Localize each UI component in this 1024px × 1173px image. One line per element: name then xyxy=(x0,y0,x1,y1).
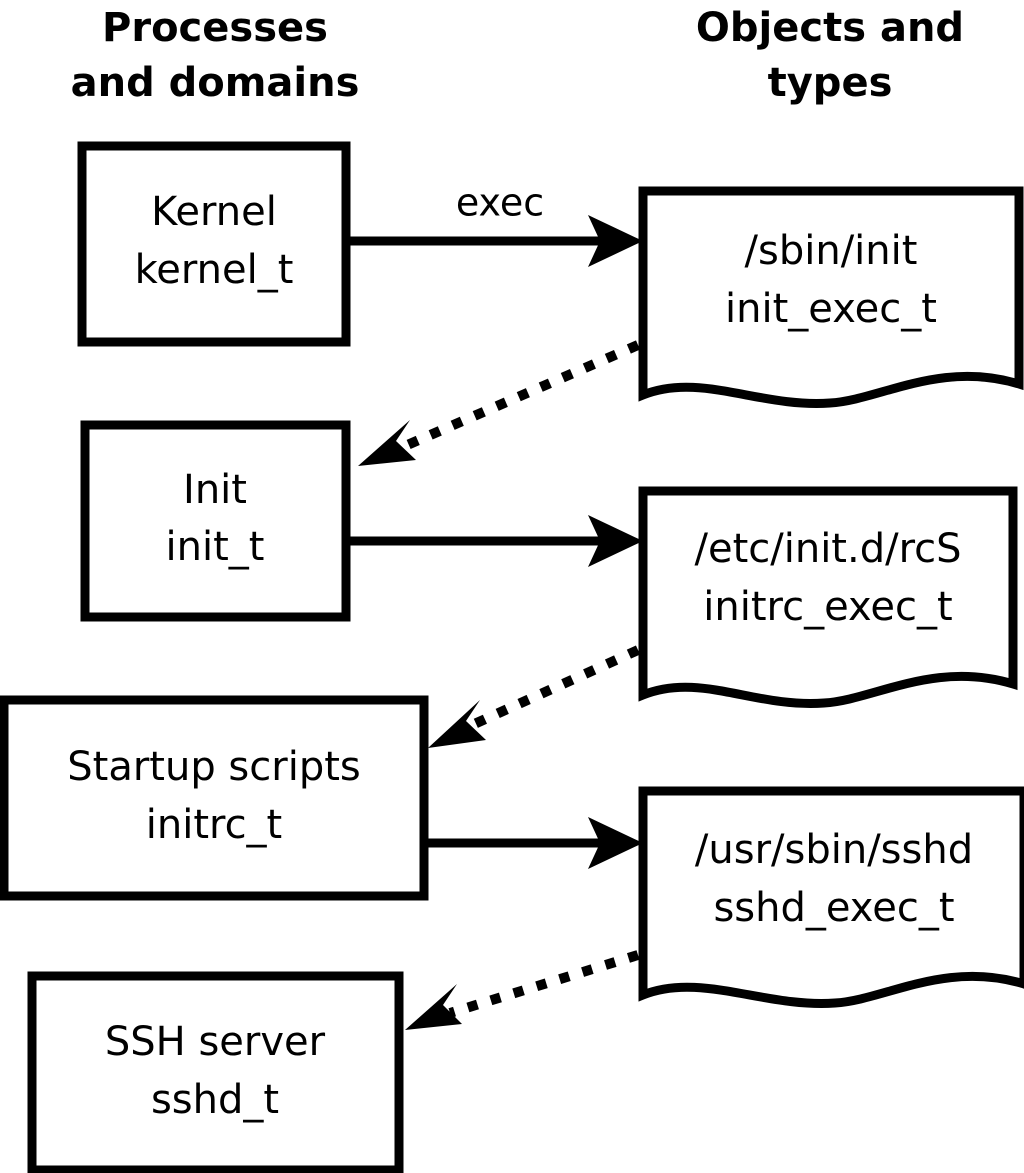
node-ssh-server-name: SSH server xyxy=(105,1019,326,1065)
node-initrc-exec-type: initrc_exec_t xyxy=(703,584,952,630)
edge-init-exec-initrc-exec xyxy=(350,515,643,567)
edge-line-init-transition xyxy=(396,340,640,454)
edge-kernel-exec-init-exec: exec xyxy=(350,181,643,267)
column-header-processes: Processes and domains xyxy=(71,5,360,106)
column-header-objects-line1: Objects and xyxy=(696,5,964,51)
node-initrc-exec-document[interactable] xyxy=(638,486,1018,708)
node-init[interactable]: Init init_t xyxy=(80,420,351,622)
node-startup-scripts-box[interactable] xyxy=(0,695,429,901)
edge-initrc-exec-sshd-exec xyxy=(428,817,643,869)
column-header-objects: Objects and types xyxy=(696,5,964,106)
node-startup-scripts[interactable]: Startup scripts initrc_t xyxy=(0,695,429,901)
arrowhead-initrc-exec xyxy=(588,817,643,869)
node-init-name: Init xyxy=(183,467,247,513)
edge-initrc-exec-transition-initrc xyxy=(428,645,641,748)
edge-sshd-exec-transition-sshd xyxy=(405,950,640,1030)
node-sshd-exec-path: /usr/sbin/sshd xyxy=(695,827,973,873)
node-kernel[interactable]: Kernel kernel_t xyxy=(77,141,351,347)
node-init-exec-document[interactable] xyxy=(638,186,1024,408)
node-init-exec[interactable]: /sbin/init init_exec_t xyxy=(638,186,1024,408)
arrowhead-kernel-exec xyxy=(588,215,643,267)
node-kernel-name: Kernel xyxy=(151,189,277,235)
node-sshd-exec-document[interactable] xyxy=(638,786,1024,1008)
column-header-processes-line2: and domains xyxy=(71,60,360,106)
edge-line-sshd-transition xyxy=(448,950,640,1018)
node-ssh-server[interactable]: SSH server sshd_t xyxy=(27,971,404,1173)
node-kernel-box[interactable] xyxy=(77,141,351,347)
edge-label-exec: exec xyxy=(456,181,544,225)
node-sshd-exec[interactable]: /usr/sbin/sshd sshd_exec_t xyxy=(638,786,1024,1008)
arrowhead-sshd-transition xyxy=(405,984,462,1030)
node-initrc-exec-path: /etc/init.d/rcS xyxy=(694,526,961,572)
node-startup-scripts-name: Startup scripts xyxy=(67,744,360,790)
node-ssh-server-box[interactable] xyxy=(27,971,404,1173)
node-startup-scripts-type: initrc_t xyxy=(146,802,283,848)
arrowhead-initrc-transition xyxy=(428,700,486,748)
column-header-objects-line2: types xyxy=(768,60,893,106)
arrowhead-init-transition xyxy=(358,420,416,466)
node-sshd-exec-type: sshd_exec_t xyxy=(713,885,954,931)
node-init-type: init_t xyxy=(166,524,265,570)
node-initrc-exec[interactable]: /etc/init.d/rcS initrc_exec_t xyxy=(638,486,1018,708)
edge-init-exec-transition-init xyxy=(358,340,640,466)
node-init-box[interactable] xyxy=(80,420,351,622)
arrowhead-init-exec xyxy=(588,515,643,567)
column-header-processes-line1: Processes xyxy=(102,5,328,51)
node-init-exec-type: init_exec_t xyxy=(725,286,937,332)
node-ssh-server-type: sshd_t xyxy=(151,1077,279,1123)
node-kernel-type: kernel_t xyxy=(135,247,294,293)
edge-line-initrc-transition xyxy=(467,645,641,731)
node-init-exec-path: /sbin/init xyxy=(745,228,918,274)
